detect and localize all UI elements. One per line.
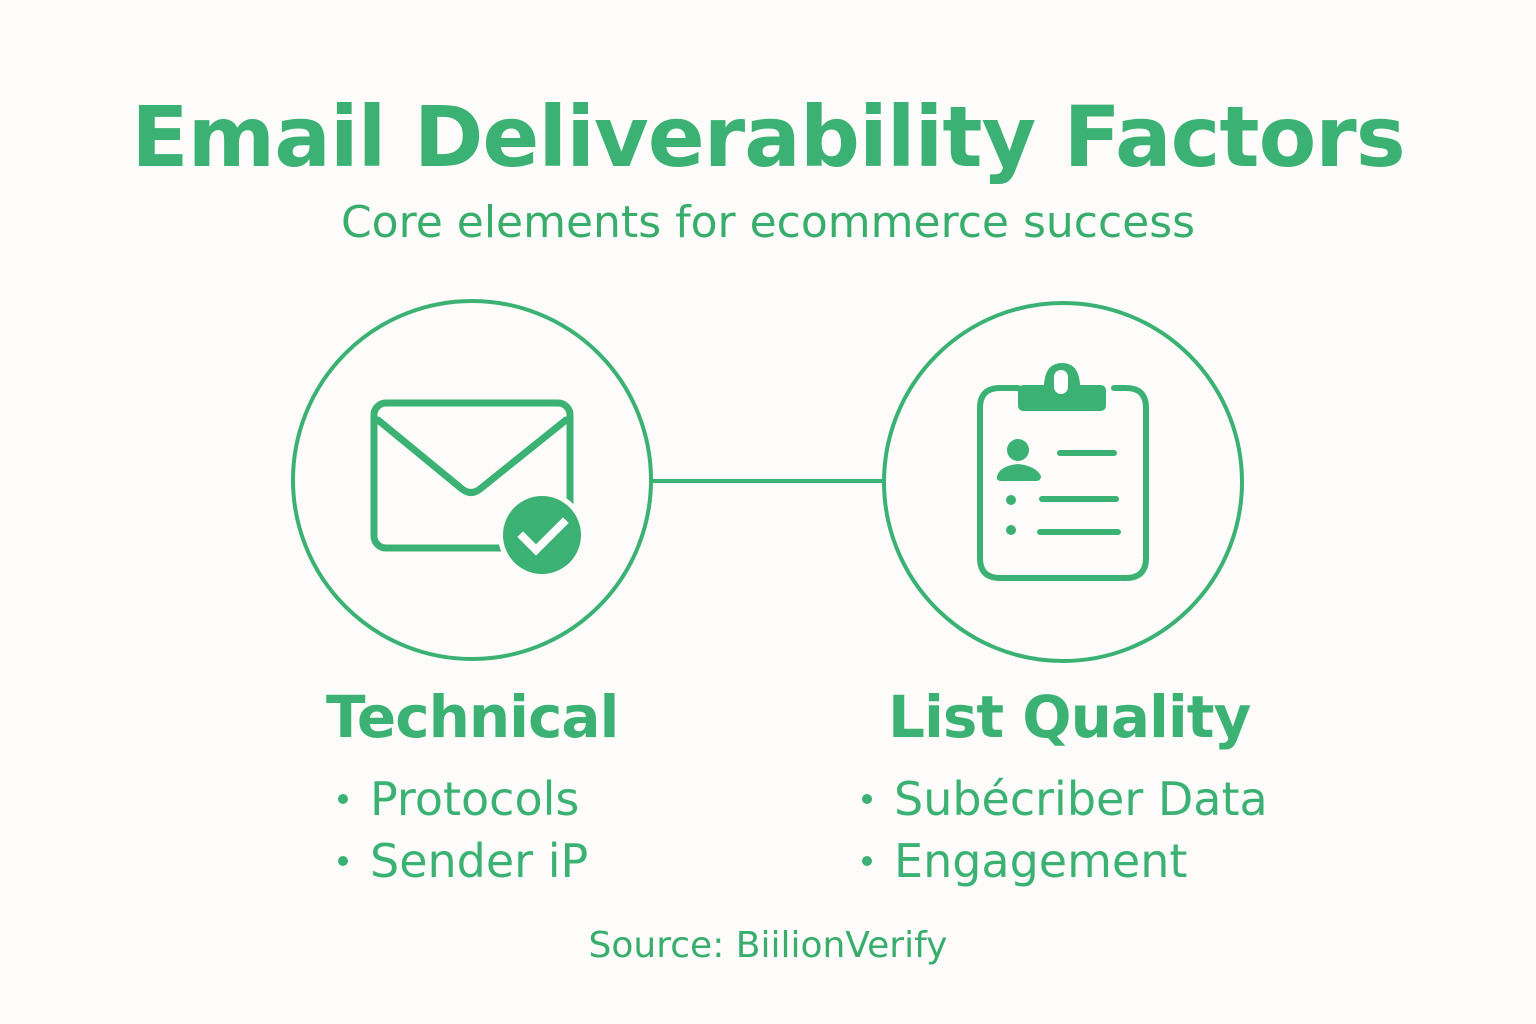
technical-list: Protocols Sender iP xyxy=(332,768,588,892)
envelope-check-icon xyxy=(370,399,586,579)
list-quality-node-circle xyxy=(882,301,1244,663)
bullet-icon xyxy=(338,794,348,804)
list-item: Sender iP xyxy=(332,830,588,892)
source-caption: Source: BiilionVerify xyxy=(588,925,948,966)
page-title: Email Deliverability Factors xyxy=(131,88,1405,186)
list-item-label: Engagement xyxy=(894,834,1188,888)
bullet-icon xyxy=(338,856,348,866)
list-quality-list: Subécriber Data Engagement xyxy=(856,768,1268,892)
page-subtitle: Core elements for ecommerce success xyxy=(340,197,1196,248)
clipboard-list-icon xyxy=(977,363,1149,581)
list-item: Engagement xyxy=(856,830,1268,892)
bullet-icon xyxy=(862,794,872,804)
technical-node-circle xyxy=(291,299,653,661)
list-item: Subécriber Data xyxy=(856,768,1268,830)
list-item-label: Subécriber Data xyxy=(894,772,1268,826)
list-quality-heading: List Quality xyxy=(888,683,1251,751)
list-item-label: Sender iP xyxy=(370,834,589,888)
list-item: Protocols xyxy=(332,768,588,830)
technical-heading: Technical xyxy=(326,683,619,751)
bullet-icon xyxy=(862,856,872,866)
list-item-label: Protocols xyxy=(370,772,580,826)
